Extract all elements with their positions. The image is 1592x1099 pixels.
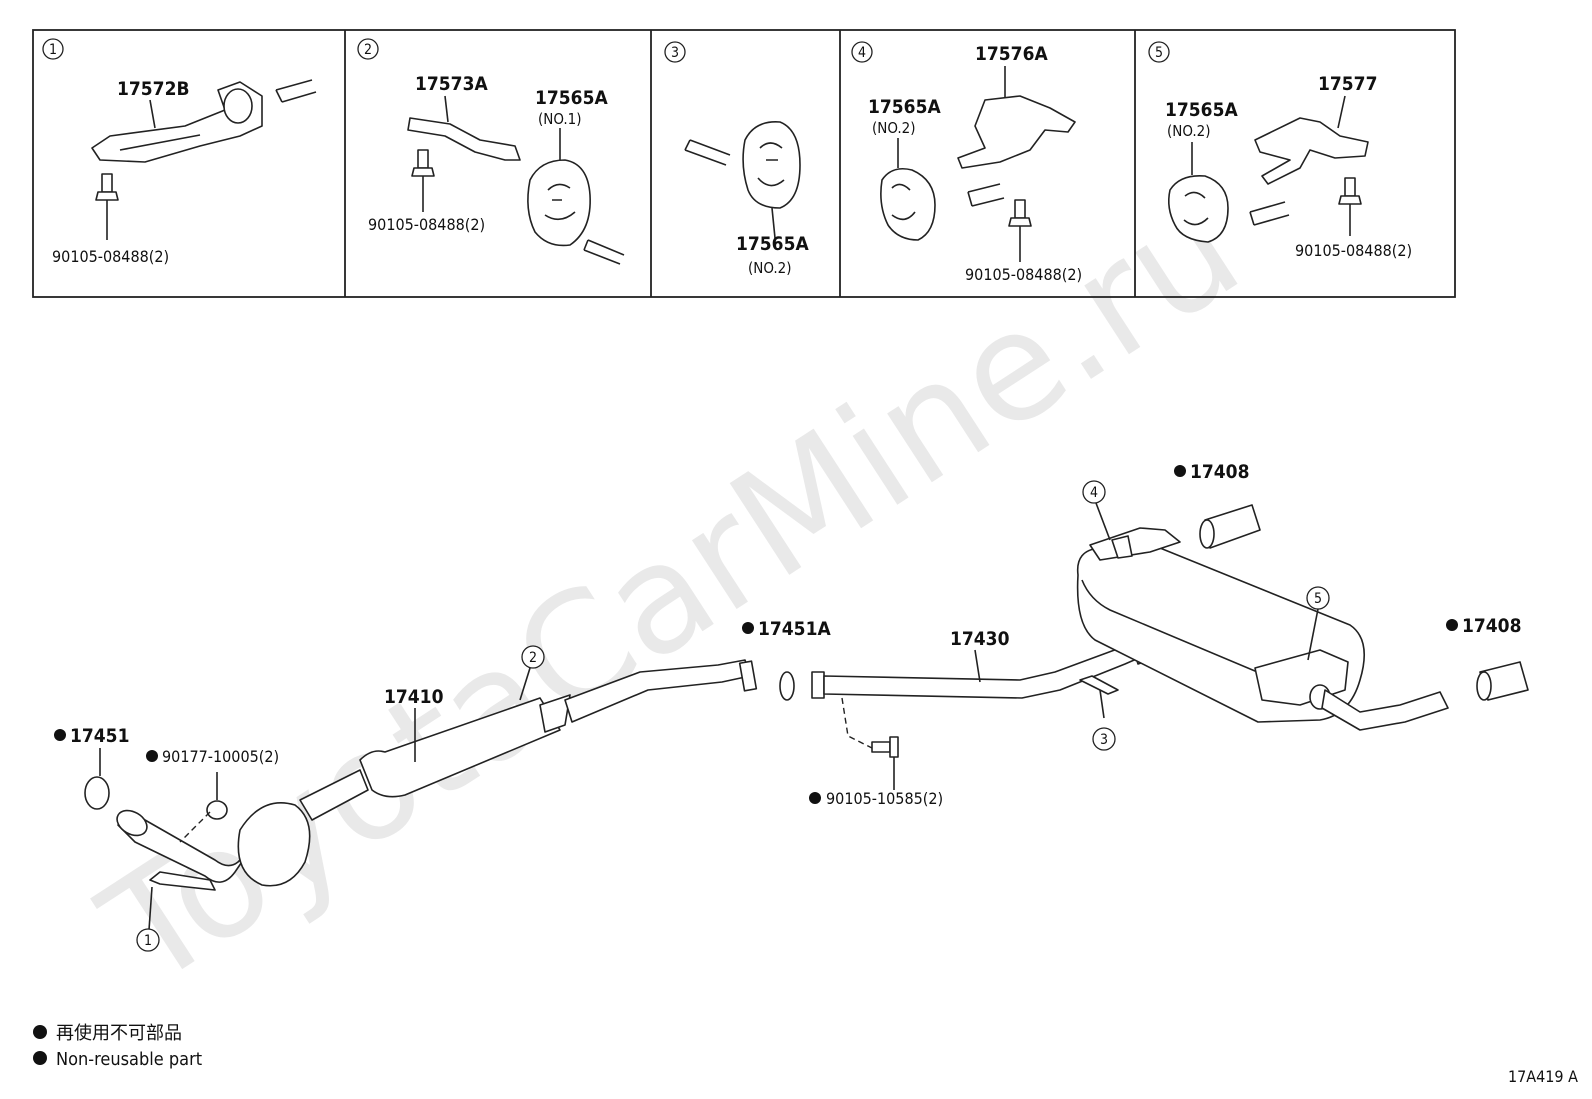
- bolt-90105-08488: [1338, 177, 1362, 236]
- bolt-90105-08488: [1008, 199, 1032, 262]
- bolt-90105-08488: [95, 173, 119, 240]
- panel-2-label-no1: (NO.1): [538, 110, 582, 128]
- label-17430: 17430: [950, 628, 1010, 650]
- pipe-stub: [275, 79, 317, 103]
- bracket-17577: [1254, 117, 1369, 185]
- diagram-code: 17A419 A: [1508, 1067, 1578, 1086]
- bracket-17573a: [407, 117, 521, 161]
- tail-tip-upper: [1199, 504, 1261, 549]
- panel-5-label-17577: 17577: [1318, 73, 1377, 95]
- main-assembly: [84, 504, 1529, 891]
- panel-4-label-no2: (NO.2): [872, 119, 916, 137]
- legend-jp: 再使用不可部品: [56, 1023, 182, 1044]
- gasket-17451a: [779, 671, 795, 701]
- label-90105-10585: 90105-10585(2): [826, 789, 943, 808]
- panel-2-number: 2: [364, 42, 372, 58]
- label-17451a: 17451A: [758, 618, 831, 640]
- pipe-stub: [1249, 201, 1290, 226]
- callouts: 1 2 3 4 5: [136, 480, 1330, 952]
- bracket-17572b: [91, 81, 263, 163]
- panel-2-label-17573a: 17573A: [415, 73, 488, 95]
- panel-1: 1 17572B 90105-08488(2): [42, 38, 317, 266]
- panel-5-label-no2: (NO.2): [1167, 122, 1211, 140]
- panel-4-label-90105: 90105-08488(2): [965, 265, 1082, 284]
- label-17408-lower: 17408: [1462, 615, 1521, 637]
- callout-3: 3: [1100, 732, 1108, 748]
- panel-3-label-no2: (NO.2): [748, 259, 792, 277]
- label-17408-upper: 17408: [1190, 461, 1249, 483]
- label-90177: 90177-10005(2): [162, 747, 279, 766]
- detail-panels: 1 17572B 90105-08488(2) 2 17573A: [32, 29, 1456, 298]
- label-17410: 17410: [384, 686, 444, 708]
- callout-1: 1: [144, 933, 152, 949]
- pipe-stub: [684, 139, 731, 166]
- panel-5-label-17565a: 17565A: [1165, 99, 1238, 121]
- panel-4-label-17576a: 17576A: [975, 43, 1048, 65]
- panel-4-label-17565a: 17565A: [868, 96, 941, 118]
- panel-5-label-90105: 90105-08488(2): [1295, 241, 1412, 260]
- front-pipe-17410: [116, 659, 758, 891]
- panel-4-number: 4: [858, 45, 866, 61]
- pipe-stub: [583, 239, 625, 265]
- nut-90177: [179, 772, 228, 843]
- bracket-17576a: [957, 95, 1076, 169]
- legend: 再使用不可部品 Non-reusable part: [33, 1023, 202, 1070]
- bolt-90105-08488: [411, 149, 435, 212]
- panel-1-number: 1: [49, 42, 57, 58]
- panel-3-label-17565a: 17565A: [736, 233, 809, 255]
- panel-3-number: 3: [671, 45, 679, 61]
- label-17451: 17451: [70, 725, 129, 747]
- callout-4: 4: [1090, 485, 1098, 501]
- tail-tip-lower: [1476, 661, 1529, 701]
- panel-4: 4 17576A 17565A (NO.2) 90105-08488(2): [851, 41, 1082, 284]
- panel-5-number: 5: [1155, 45, 1163, 61]
- muffler: [1076, 527, 1449, 731]
- gasket-17451: [84, 776, 110, 810]
- panel-5: 5 17577 17565A (NO.2) 90105-08488(2): [1148, 41, 1412, 260]
- rubber-hanger-no2: [1168, 174, 1229, 243]
- panel-1-label-17572b: 17572B: [117, 78, 190, 100]
- panel-2: 2 17573A 17565A (NO.1) 90105-08488(2): [357, 38, 625, 265]
- panel-1-label-90105: 90105-08488(2): [52, 247, 169, 266]
- panel-2-label-17565a: 17565A: [535, 87, 608, 109]
- panel-3: 3 17565A (NO.2): [664, 41, 809, 277]
- main-labels: 17408 17408 17451A 17430 17410 17451 901…: [54, 461, 1521, 808]
- pipe-stub: [967, 183, 1005, 207]
- legend-en: Non-reusable part: [56, 1049, 202, 1070]
- callout-5: 5: [1314, 591, 1322, 607]
- callout-2: 2: [529, 650, 537, 666]
- panel-2-label-90105: 90105-08488(2): [368, 215, 485, 234]
- bolt-90105-10585: [841, 697, 899, 790]
- rubber-hanger-no2: [880, 167, 936, 241]
- rubber-hanger-no2: [742, 121, 801, 209]
- rubber-hanger-no1: [527, 159, 591, 247]
